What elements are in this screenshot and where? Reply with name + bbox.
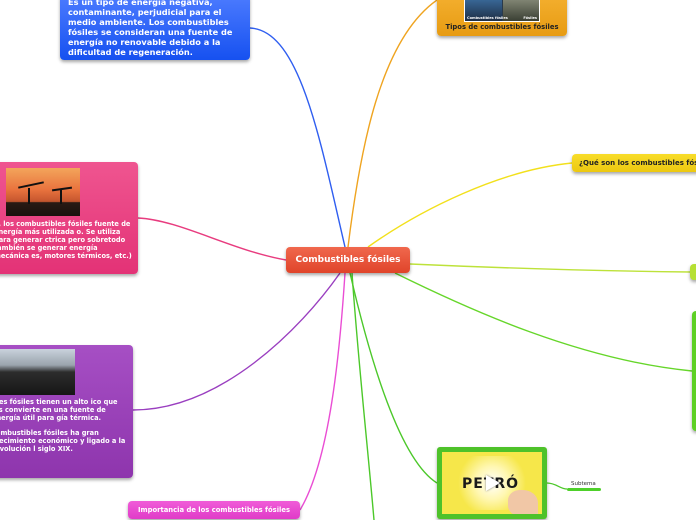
importance-topic-label: Importancia de los combustibles fósiles (128, 506, 300, 514)
green-topic-stub[interactable] (692, 311, 696, 431)
importance-topic[interactable]: Importancia de los combustibles fósiles (128, 501, 300, 519)
coal-pile-photo (0, 349, 75, 395)
link-subtema (547, 483, 567, 489)
definition-topic[interactable]: Es un tipo de energía negativa, contamin… (60, 0, 250, 60)
energy-text: bles fósiles tienen un alto ico que los … (0, 398, 128, 453)
central-topic[interactable]: Combustibles fósiles (286, 247, 410, 273)
link-green (395, 273, 692, 371)
subtopic-label[interactable]: Subtema (571, 481, 596, 487)
energy-topic[interactable]: bles fósiles tienen un alto ico que los … (0, 345, 133, 478)
definition-text: Es un tipo de energía negativa, contamin… (68, 0, 246, 57)
link-purple (133, 273, 340, 410)
what-are-topic[interactable]: ¿Qué son los combustibles fós (572, 154, 696, 172)
subtopic-underline (567, 488, 601, 491)
link-magenta (300, 273, 345, 510)
link-pink (138, 218, 286, 260)
lime-topic-stub[interactable] (690, 264, 696, 280)
thumbnail-caption-left: Combustibles fósiles (467, 17, 508, 21)
hand-drawing (508, 490, 538, 514)
link-yellow (368, 163, 572, 247)
types-topic[interactable]: Combustibles fósiles Fósiles Tipos de co… (437, 0, 567, 36)
central-topic-label: Combustibles fósiles (296, 255, 401, 265)
link-video (350, 273, 437, 483)
uses-topic[interactable]: e, los combustibles fósiles fuente de en… (0, 162, 138, 274)
types-topic-label: Tipos de combustibles fósiles (437, 23, 567, 31)
energy-text-paragraph-1: bles fósiles tienen un alto ico que los … (0, 398, 128, 422)
video-thumbnail: PETRÓ (442, 452, 542, 514)
oil-pump-photo (6, 168, 80, 216)
play-icon[interactable] (486, 475, 500, 491)
link-orange (348, 0, 437, 247)
uses-text: e, los combustibles fósiles fuente de en… (0, 220, 134, 260)
thumbnail-caption-right: Fósiles (523, 17, 537, 21)
link-blue (250, 28, 345, 247)
energy-text-paragraph-2: combustibles fósiles ha gran crecimiento… (0, 429, 128, 453)
video-topic[interactable]: PETRÓ (437, 447, 547, 519)
link-bottom-green (352, 273, 374, 520)
types-thumbnail-image: Combustibles fósiles Fósiles (464, 0, 540, 22)
link-lime (410, 264, 690, 272)
what-are-topic-label: ¿Qué son los combustibles fós (579, 159, 696, 168)
